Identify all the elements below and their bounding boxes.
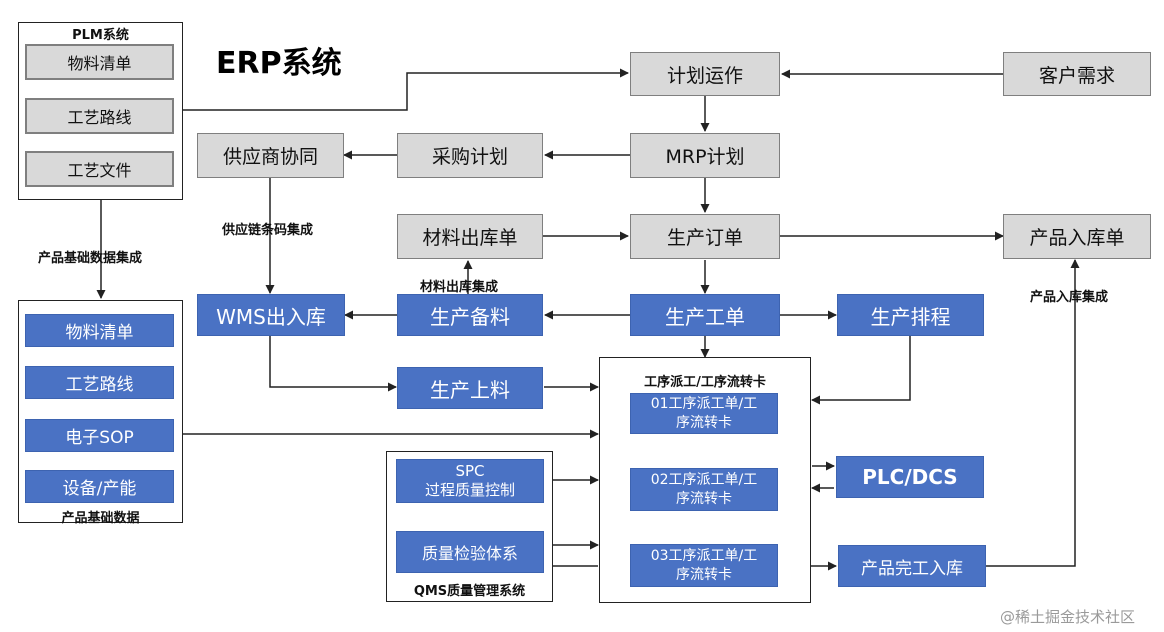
dispatch-card-03-line2: 序流转卡	[676, 566, 732, 583]
product-completion-inbound-box: 产品完工入库	[838, 545, 986, 587]
supplier-collaboration-box: 供应商协同	[197, 133, 344, 178]
diagram-title: ERP系统	[216, 46, 342, 81]
plm-process-doc-box: 工艺文件	[25, 151, 174, 187]
watermark: @稀土掘金技术社区	[1000, 608, 1136, 626]
dispatch-card-01: 01工序派工单/工 序流转卡	[630, 393, 778, 434]
product-completion-inbound-label: 产品完工入库	[861, 558, 963, 579]
plm-bom-box: 物料清单	[25, 44, 174, 80]
product-inbound-doc-label: 产品入库单	[1029, 227, 1125, 249]
wms-inout-box: WMS出入库	[197, 294, 345, 336]
production-scheduling-box: 生产排程	[837, 294, 984, 336]
plm-system-title: PLM系统	[72, 28, 129, 43]
wms-inout-label: WMS出入库	[216, 304, 326, 329]
production-order-label: 生产订单	[666, 227, 743, 249]
base-bom-label: 物料清单	[65, 323, 134, 343]
product-inbound-doc-box: 产品入库单	[1003, 214, 1151, 259]
production-prep-label: 生产备料	[430, 304, 510, 329]
supplier-collaboration-label: 供应商协同	[222, 146, 318, 168]
qms-caption: QMS质量管理系统	[413, 584, 526, 599]
plm-bom-label: 物料清单	[67, 54, 132, 73]
spc-box: SPC 过程质量控制	[396, 459, 544, 503]
dispatch-card-02-line2: 序流转卡	[676, 490, 732, 507]
base-routing-box: 工艺路线	[25, 366, 174, 399]
base-data-caption: 产品基础数据	[61, 511, 140, 526]
plc-dcs-box: PLC/DCS	[836, 456, 984, 498]
plm-process-doc-label: 工艺文件	[67, 161, 132, 180]
purchase-plan-label: 采购计划	[431, 146, 508, 168]
dispatch-card-03-line1: 03工序派工单/工	[650, 548, 758, 565]
production-feeding-label: 生产上料	[430, 377, 510, 402]
plan-operation-label: 计划运作	[666, 64, 743, 87]
material-outbound-box: 材料出库单	[397, 214, 543, 259]
dispatch-card-03: 03工序派工单/工 序流转卡	[630, 544, 778, 587]
dispatch-card-01-line1: 01工序派工单/工	[650, 396, 758, 413]
production-order-box: 生产订单	[630, 214, 780, 259]
production-feeding-box: 生产上料	[397, 367, 543, 409]
work-order-box: 生产工单	[630, 294, 780, 336]
production-prep-box: 生产备料	[397, 294, 543, 336]
dispatch-card-01-line2: 序流转卡	[676, 414, 732, 431]
dispatch-card-02-line1: 02工序派工单/工	[650, 472, 758, 489]
base-routing-label: 工艺路线	[65, 375, 134, 395]
base-bom-box: 物料清单	[25, 314, 174, 347]
customer-demand-box: 客户需求	[1003, 52, 1151, 96]
work-order-label: 生产工单	[665, 304, 745, 329]
quality-inspection-box: 质量检验体系	[396, 531, 544, 573]
plc-dcs-label: PLC/DCS	[862, 465, 958, 489]
mrp-plan-box: MRP计划	[630, 133, 780, 178]
plm-routing-box: 工艺路线	[25, 98, 174, 134]
plan-operation-box: 计划运作	[630, 52, 780, 96]
base-sop-label: 电子SOP	[65, 428, 134, 448]
product-in-integration-label: 产品入库集成	[1030, 290, 1109, 305]
base-equipment-box: 设备/产能	[25, 470, 174, 503]
material-out-integration-label: 材料出库集成	[420, 280, 499, 295]
spc-line2: 过程质量控制	[424, 481, 515, 499]
customer-demand-label: 客户需求	[1038, 64, 1115, 87]
product-base-integration-label: 产品基础数据集成	[38, 251, 143, 266]
supply-chain-barcode-label: 供应链条码集成	[222, 223, 314, 238]
quality-inspection-label: 质量检验体系	[421, 544, 518, 563]
dispatch-card-02: 02工序派工单/工 序流转卡	[630, 468, 778, 511]
plm-routing-label: 工艺路线	[67, 108, 132, 127]
material-outbound-label: 材料出库单	[422, 227, 518, 249]
base-sop-box: 电子SOP	[25, 419, 174, 452]
spc-line1: SPC	[455, 461, 485, 480]
dispatch-caption: 工序派工/工序流转卡	[644, 375, 766, 390]
production-scheduling-label: 生产排程	[870, 304, 951, 329]
mrp-plan-label: MRP计划	[665, 146, 745, 168]
purchase-plan-box: 采购计划	[397, 133, 543, 178]
base-equipment-label: 设备/产能	[62, 479, 137, 499]
